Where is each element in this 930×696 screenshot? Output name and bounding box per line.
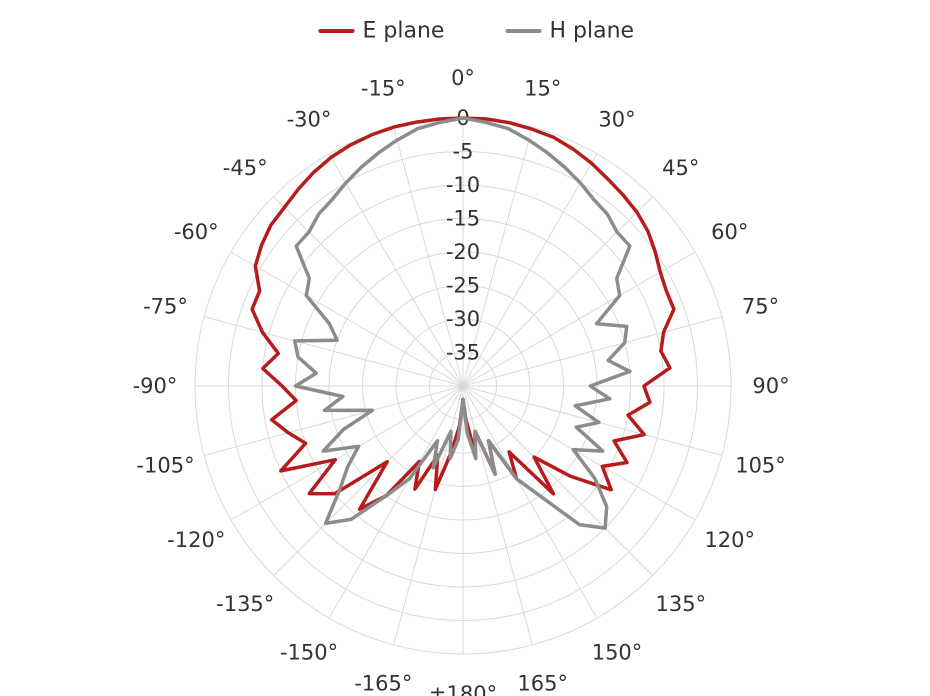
angle-tick-label: -75° <box>143 294 188 318</box>
grid-spoke <box>462 385 598 619</box>
angle-tick-label: -90° <box>133 374 178 398</box>
grid-spoke <box>230 385 464 521</box>
angle-tick-label: -45° <box>223 156 268 180</box>
grid-spoke <box>462 385 533 645</box>
angle-tick-label: ±180° <box>429 682 497 696</box>
angle-tick-label: -15° <box>361 76 406 100</box>
angle-tick-label: -120° <box>167 528 225 552</box>
angle-tick-label: 135° <box>655 592 706 616</box>
legend-label: E plane <box>363 19 445 44</box>
legend-label: H plane <box>550 19 635 44</box>
radial-tick-label: -25 <box>446 274 480 298</box>
series-line-h-plane <box>292 116 632 530</box>
angle-tick-label: 0° <box>451 66 475 90</box>
angle-tick-label: 60° <box>711 220 748 244</box>
grid-spoke <box>204 316 464 387</box>
angle-tick-label: 120° <box>704 528 755 552</box>
angle-tick-label: -165° <box>354 672 412 696</box>
radial-tick-label: -20 <box>446 240 480 264</box>
angle-tick-label: 90° <box>752 374 789 398</box>
grid-spoke <box>204 385 464 456</box>
grid-spoke <box>462 385 653 576</box>
radial-tick-label: -5 <box>453 140 474 164</box>
angle-tick-label: -135° <box>216 592 274 616</box>
grid-spoke <box>273 196 464 387</box>
angle-tick-label: -105° <box>136 454 194 478</box>
radial-tick-label: -15 <box>446 207 480 231</box>
angle-tick-label: -150° <box>280 641 338 665</box>
angle-tick-label: 15° <box>524 76 561 100</box>
grid-spoke <box>462 251 696 387</box>
grid-spoke <box>462 196 653 387</box>
grid-spoke <box>393 127 464 387</box>
grid-spoke <box>273 385 464 576</box>
angle-tick-label: -60° <box>174 220 219 244</box>
radial-tick-label: -30 <box>446 307 480 331</box>
grid-spoke <box>230 251 464 387</box>
angle-tick-labels: 0° 15° 30° 45° 60° 75° 90° 105° 120° 135° 150° 165°… <box>133 66 790 696</box>
angle-tick-label: 150° <box>592 641 643 665</box>
radial-tick-label: -10 <box>446 173 480 197</box>
angle-tick-label: 105° <box>735 454 786 478</box>
grid-spoke <box>393 385 464 645</box>
grid-spoke <box>462 385 696 521</box>
polar-grid <box>194 117 732 655</box>
angle-tick-label: 45° <box>662 156 699 180</box>
grid-spoke <box>462 316 722 387</box>
series-layer <box>250 116 676 530</box>
grid-spoke <box>462 153 598 387</box>
angle-tick-label: 165° <box>517 672 568 696</box>
angle-tick-label: 30° <box>598 107 635 131</box>
grid-spoke <box>462 385 722 456</box>
radial-tick-label: -35 <box>446 341 480 365</box>
angle-tick-label: 75° <box>742 294 779 318</box>
grid-spoke <box>462 127 533 387</box>
grid-spoke <box>328 385 464 619</box>
angle-tick-label: -30° <box>287 107 332 131</box>
radial-tick-labels: 0-5-10-15-20-25-30-35 <box>446 106 480 365</box>
chart-legend: E plane H plane <box>318 19 635 44</box>
grid-spoke <box>328 153 464 387</box>
